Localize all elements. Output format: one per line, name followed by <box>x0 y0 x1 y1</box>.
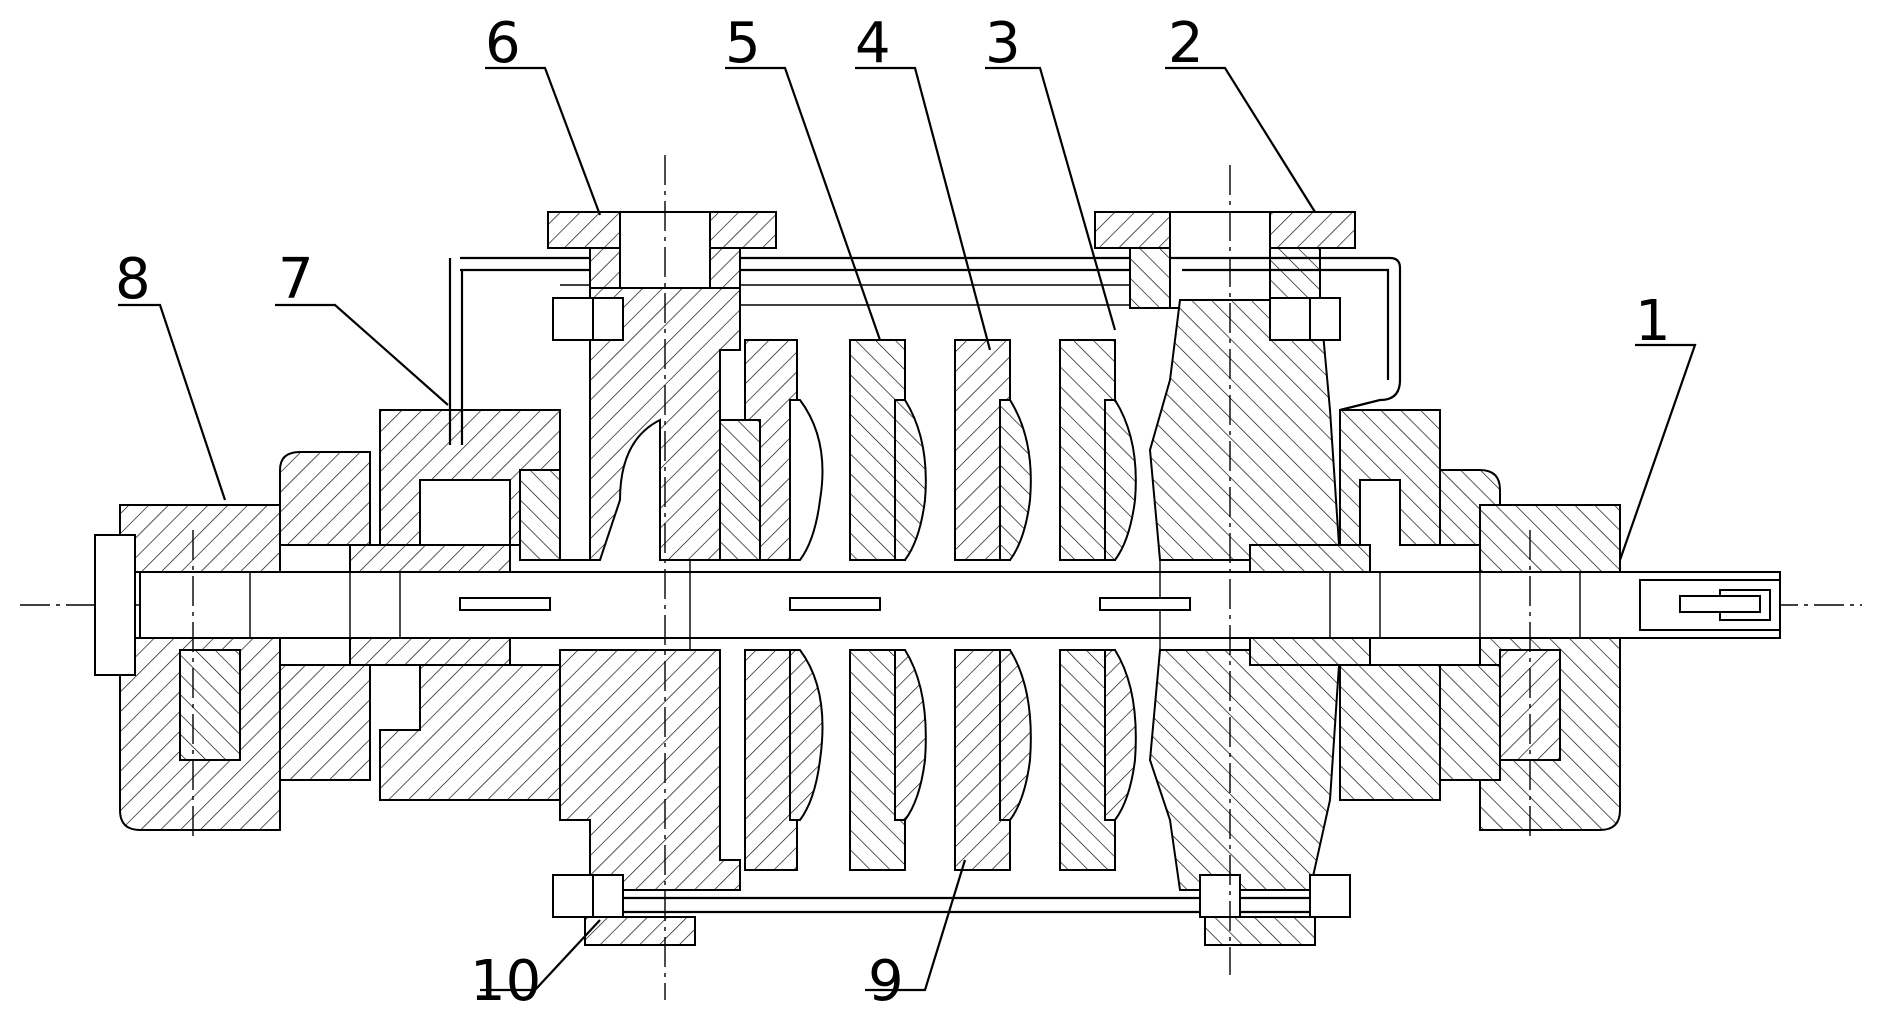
leader-8 <box>118 303 227 501</box>
callout-leaders <box>118 66 1697 992</box>
leader-4 <box>855 66 992 351</box>
left-seal-housing <box>379 409 561 801</box>
shaft-keyways <box>459 595 1761 613</box>
tie-bolt-nuts <box>552 297 1351 918</box>
right-seal-housing <box>1339 409 1441 801</box>
callout-2: 2 <box>1168 11 1204 76</box>
leader-1 <box>1618 343 1697 561</box>
callout-4: 4 <box>855 11 891 76</box>
callout-7: 7 <box>278 247 314 312</box>
vertical-centerlines <box>192 155 1531 1000</box>
right-bearing-housing <box>1439 469 1621 831</box>
callout-5: 5 <box>725 11 761 76</box>
leader-10 <box>480 919 601 992</box>
leader-2 <box>1165 66 1316 213</box>
callout-3: 3 <box>985 11 1021 76</box>
callout-6: 6 <box>485 11 521 76</box>
impeller-group <box>719 399 1137 821</box>
callout-10: 10 <box>470 949 541 1014</box>
left-bearing-housing <box>94 451 371 831</box>
discharge-casing-lower <box>1148 649 1342 891</box>
leader-6 <box>485 66 602 216</box>
pump-shaft <box>139 560 1781 650</box>
suction-flange <box>547 211 777 289</box>
leader-3 <box>985 66 1117 331</box>
leader-7 <box>275 303 449 406</box>
pump-feet <box>584 916 1316 946</box>
callout-8: 8 <box>115 247 151 312</box>
leader-5 <box>725 66 882 341</box>
discharge-flange <box>1094 211 1356 309</box>
balance-pipe <box>448 256 1402 445</box>
suction-casing-lower <box>559 649 741 891</box>
callout-1: 1 <box>1635 289 1671 354</box>
tie-rod-bottom <box>560 896 1320 914</box>
leader-9 <box>865 859 967 992</box>
shaft-sleeves <box>349 544 1371 666</box>
callout-9: 9 <box>868 949 904 1014</box>
